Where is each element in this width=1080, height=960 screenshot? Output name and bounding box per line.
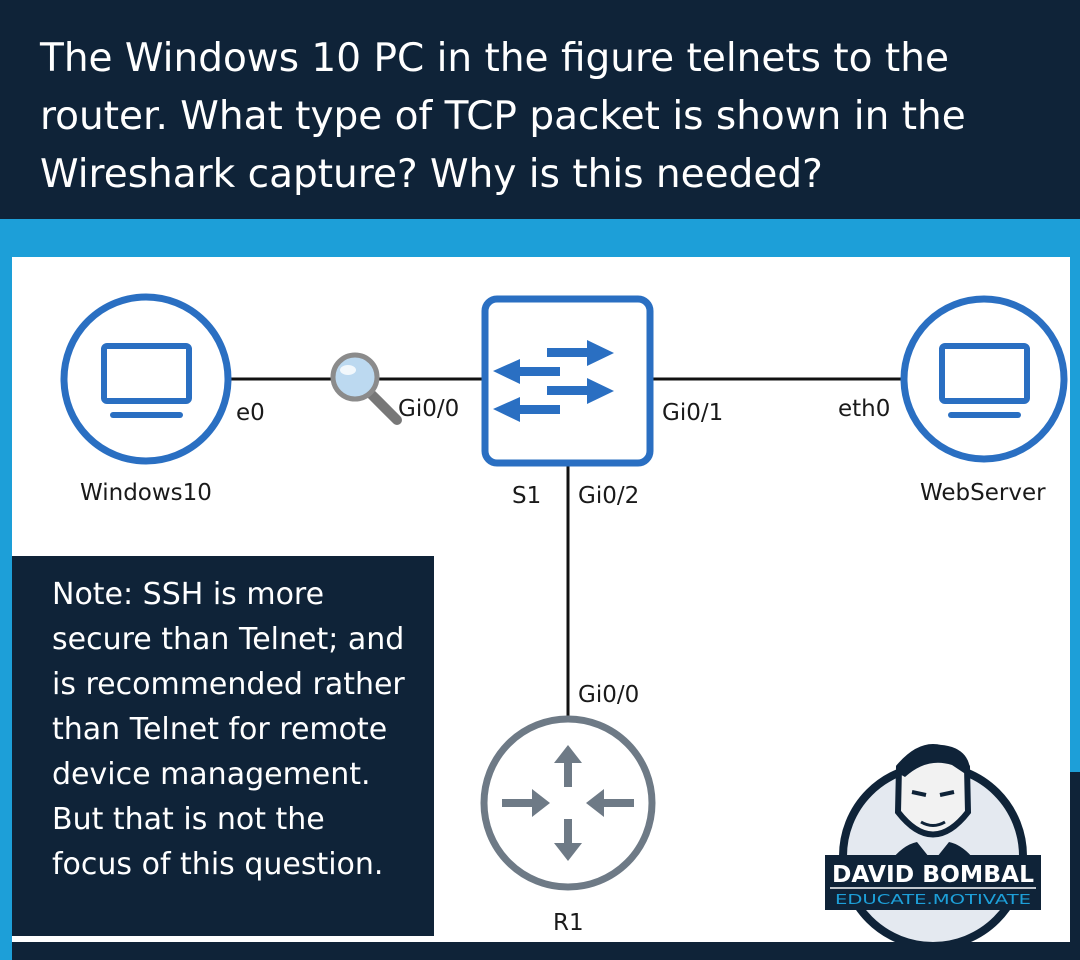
logo-name: DAVID BOMBAL <box>832 862 1034 888</box>
switch-gi02-label: Gi0/2 <box>578 483 640 509</box>
accent-band <box>0 219 1080 257</box>
topology-drawing: DAVID BOMBAL EDUCATE.MOTIVATE <box>60 293 1068 950</box>
right-accent-strip <box>1070 257 1080 772</box>
pc-device <box>60 293 232 465</box>
brand-logo: DAVID BOMBAL EDUCATE.MOTIVATE <box>825 744 1041 950</box>
pc-interface-label: e0 <box>236 400 265 426</box>
switch-arrows-icon <box>493 340 614 422</box>
router-arrows-icon <box>502 745 634 861</box>
monitor-icon <box>101 343 192 418</box>
left-accent-strip <box>0 257 12 960</box>
magnifier-icon <box>330 352 402 425</box>
router-device <box>480 715 656 891</box>
router-gi00-label: Gi0/0 <box>578 682 640 708</box>
note-text: Note: SSH is more secure than Telnet; an… <box>52 577 405 882</box>
switch-name-label: S1 <box>512 483 542 509</box>
question-header: The Windows 10 PC in the figure telnets … <box>0 0 1080 219</box>
pc-name-label: Windows10 <box>80 480 212 506</box>
note-box: Note: SSH is more secure than Telnet; an… <box>12 556 434 936</box>
switch-gi00-label: Gi0/0 <box>398 396 460 422</box>
server-device <box>900 295 1068 463</box>
monitor-icon <box>939 343 1030 418</box>
logo-tagline: EDUCATE.MOTIVATE <box>835 893 1031 908</box>
switch-device <box>481 295 654 467</box>
router-name-label: R1 <box>553 910 584 936</box>
bottom-border <box>12 942 1070 960</box>
question-text: The Windows 10 PC in the figure telnets … <box>40 36 966 197</box>
server-name-label: WebServer <box>920 480 1046 506</box>
server-interface-label: eth0 <box>838 396 891 422</box>
switch-gi01-label: Gi0/1 <box>662 400 724 426</box>
